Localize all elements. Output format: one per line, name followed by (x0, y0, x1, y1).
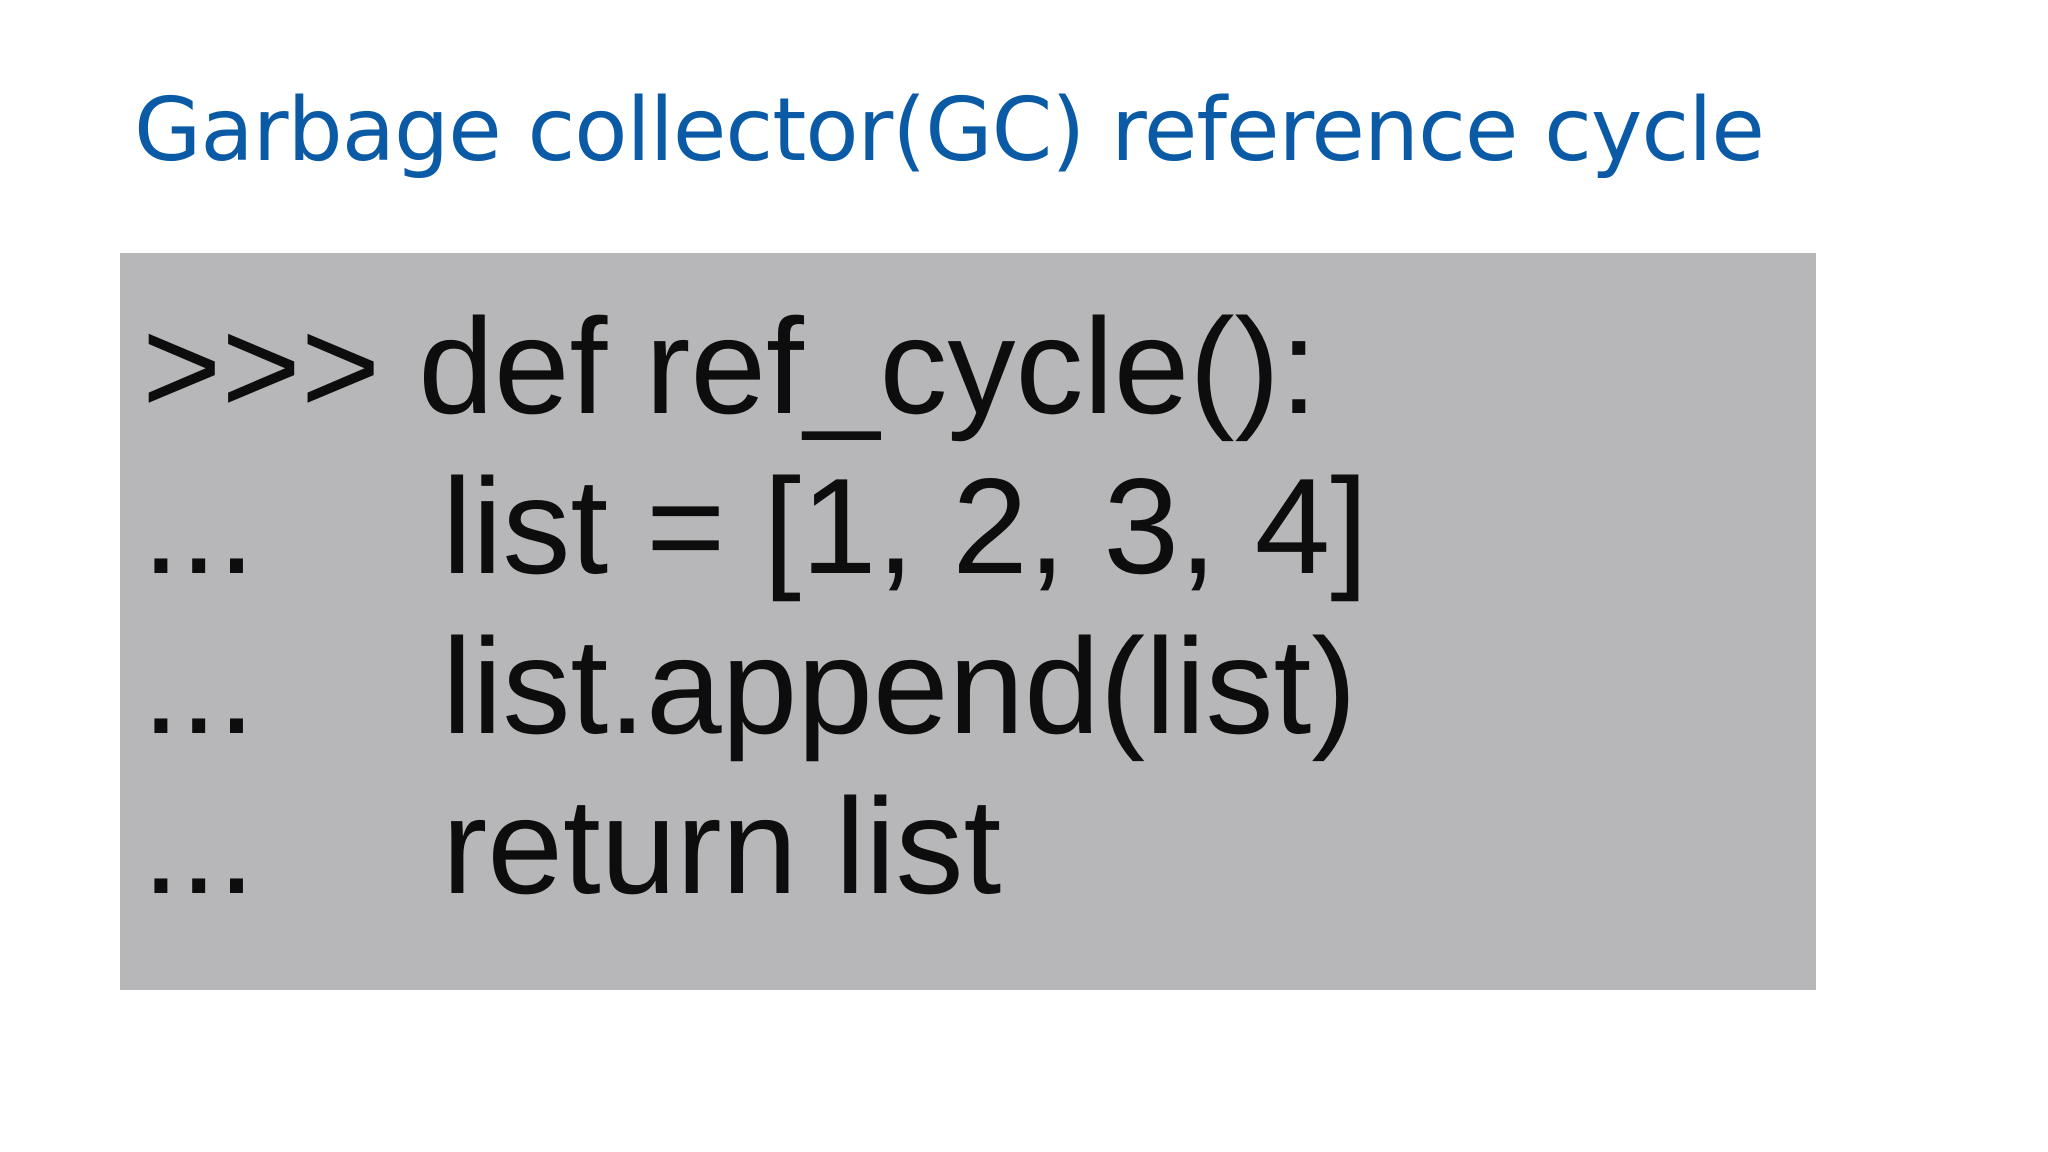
prompt-continuation: ... (142, 610, 256, 762)
code-line: >>>def ref_cycle(): (142, 286, 1318, 446)
code-text: list.append(list) (442, 610, 1357, 762)
code-text: def ref_cycle(): (418, 290, 1318, 442)
code-text: return list (442, 770, 1002, 922)
prompt-continuation: ... (142, 770, 256, 922)
code-line: ... list = [1, 2, 3, 4] (142, 446, 1368, 606)
prompt-continuation: ... (142, 450, 256, 602)
code-line: ... return list (142, 766, 1001, 926)
code-line: ... list.append(list) (142, 606, 1357, 766)
prompt-primary: >>> (142, 290, 381, 442)
code-block: >>>def ref_cycle(): ... list = [1, 2, 3, … (120, 253, 1816, 990)
slide-title: Garbage collector(GC) reference cycle (134, 79, 1765, 181)
code-text: list = [1, 2, 3, 4] (442, 450, 1369, 602)
